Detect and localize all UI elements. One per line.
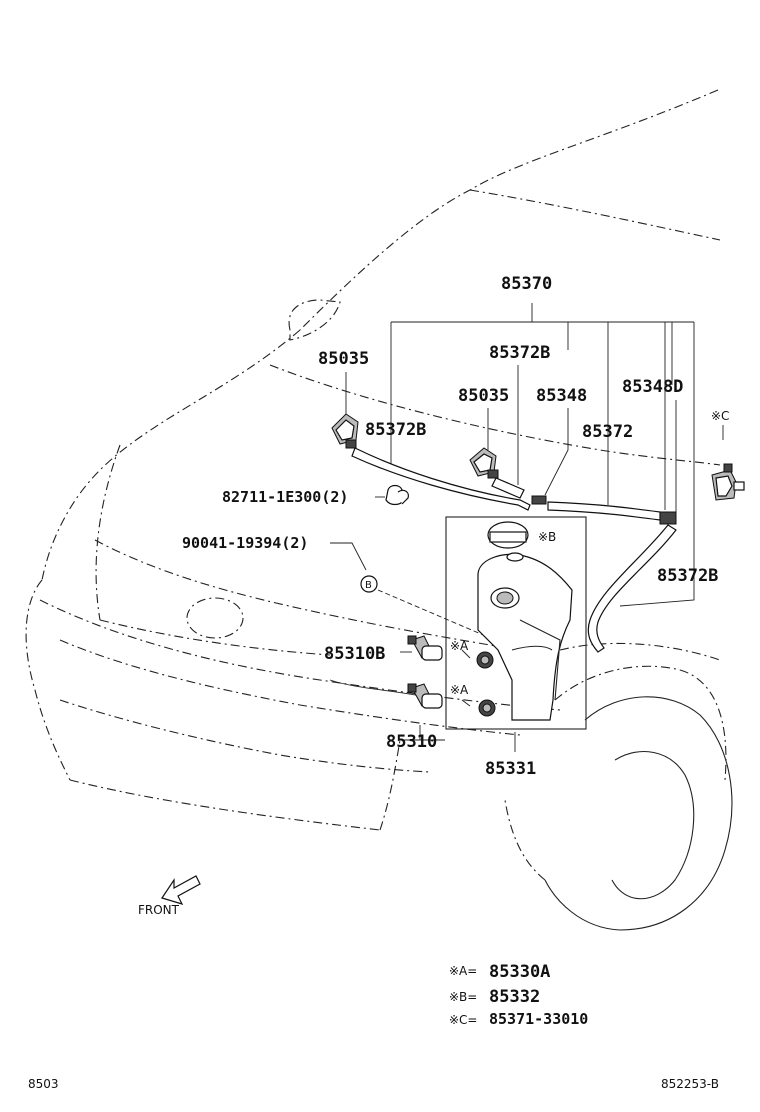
tank-detail-box	[445, 516, 587, 730]
label-85310b: 85310B	[324, 644, 385, 664]
part-c-connector	[711, 463, 745, 501]
motor-85310	[407, 683, 443, 709]
nozzle-center	[469, 447, 499, 479]
clip-90041-marker	[360, 575, 378, 593]
label-85372b-left: 85372B	[365, 420, 426, 440]
label-85348d: 85348D	[622, 377, 683, 397]
legend-value-a: 85330A	[489, 962, 550, 982]
label-85035-left: 85035	[318, 349, 369, 369]
footer-right-code: 852253-B	[661, 1077, 719, 1091]
washer-parts	[161, 413, 745, 905]
washer-tank	[477, 552, 573, 721]
legend-key-a: ※A=	[449, 964, 477, 978]
label-85035-center: 85035	[458, 386, 509, 406]
mark-a-upper: ※A	[450, 639, 469, 653]
joint-85348d	[659, 511, 677, 525]
mark-a-lower: ※A	[450, 683, 469, 697]
label-85372b-top: 85372B	[489, 343, 550, 363]
label-85370: 85370	[501, 274, 552, 294]
label-82711: 82711-1E300(2)	[222, 488, 348, 506]
mark-b: ※B	[538, 530, 556, 544]
front-label: FRONT	[138, 903, 180, 917]
label-90041: 90041-19394(2)	[182, 534, 308, 552]
label-85348: 85348	[536, 386, 587, 406]
legend-value-c: 85371-33010	[489, 1010, 588, 1028]
nozzle-left	[331, 413, 359, 449]
hose-down	[587, 524, 677, 653]
legend-key-b: ※B=	[449, 990, 477, 1004]
hose-left	[351, 447, 531, 511]
label-85310: 85310	[386, 732, 437, 752]
vehicle-body-outline	[25, 89, 733, 931]
mark-c: ※C	[711, 409, 729, 423]
hose-center-short	[491, 477, 525, 499]
legend-value-b: 85332	[489, 987, 540, 1007]
footer-left-code: 8503	[28, 1077, 59, 1091]
motor-85310b	[407, 635, 443, 661]
legend-key-c: ※C=	[449, 1013, 478, 1027]
part-labels: 85370 85035 85372B 85035 85348 85348D 85…	[138, 274, 729, 917]
joint-85348	[531, 495, 547, 505]
legend: ※A= 85330A ※B= 85332 ※C= 85371-33010	[449, 962, 588, 1028]
label-85331: 85331	[485, 759, 536, 779]
mark-circle-b: B	[365, 580, 372, 591]
label-85372: 85372	[582, 422, 633, 442]
label-85372b-right: 85372B	[657, 566, 718, 586]
front-arrow-icon	[161, 875, 201, 905]
